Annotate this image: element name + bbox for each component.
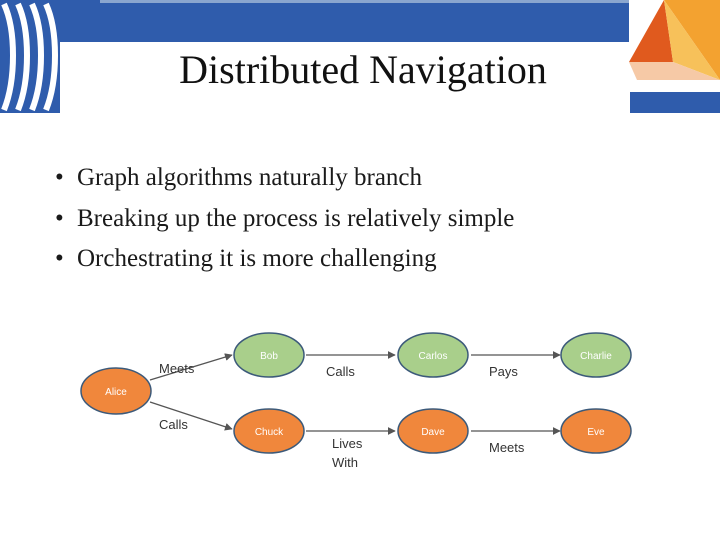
slide-title: Distributed Navigation	[179, 47, 547, 92]
edge-alice-bob	[149, 353, 233, 381]
node-label-charlie: Charlie	[580, 351, 612, 362]
node-dave	[397, 408, 469, 454]
graph-diagram: Alice Bob Chuck Carlos Dave Charlie Eve …	[80, 332, 632, 470]
node-label-chuck: Chuck	[255, 427, 284, 438]
node-label-dave: Dave	[421, 427, 445, 438]
node-alice	[80, 367, 152, 415]
edge-label-meets-bottom: Meets	[489, 440, 525, 455]
title-panel	[96, 42, 630, 113]
edge-label-calls-top: Calls	[326, 364, 355, 379]
bullet-dot: •	[55, 164, 64, 191]
bullet-text: Orchestrating it is more challenging	[77, 245, 437, 272]
node-chuck	[233, 408, 305, 454]
bullet-text: Graph algorithms naturally branch	[77, 164, 423, 191]
bullet-text: Breaking up the process is relatively si…	[77, 204, 515, 232]
edge-label-meets-top: Meets	[159, 361, 195, 376]
node-bob	[233, 332, 305, 378]
edge-label-pays: Pays	[489, 364, 518, 379]
university-logo-icon	[0, 0, 100, 113]
header-top-line	[0, 0, 720, 3]
node-label-alice: Alice	[105, 387, 127, 398]
node-charlie	[560, 332, 632, 378]
node-label-eve: Eve	[587, 427, 605, 438]
node-eve	[560, 408, 632, 454]
edge-label-calls-bottom: Calls	[159, 417, 188, 432]
bullet-item: • Breaking up the process is relatively s…	[55, 199, 514, 240]
edge-alice-chuck	[149, 401, 233, 431]
bullet-item: • Orchestrating it is more challenging	[55, 239, 514, 280]
node-label-carlos: Carlos	[419, 351, 448, 362]
node-label-bob: Bob	[260, 351, 278, 362]
bullet-list: • Graph algorithms naturally branch • Brea…	[55, 158, 514, 280]
edge-label-lives: Lives	[332, 436, 363, 451]
pyramid-logo-icon	[629, 0, 720, 92]
bullet-item: • Graph algorithms naturally branch	[55, 158, 514, 199]
bullet-dot: •	[55, 245, 64, 272]
bullet-dot: •	[55, 204, 64, 232]
node-carlos	[397, 332, 469, 378]
edge-label-with: With	[332, 455, 358, 470]
